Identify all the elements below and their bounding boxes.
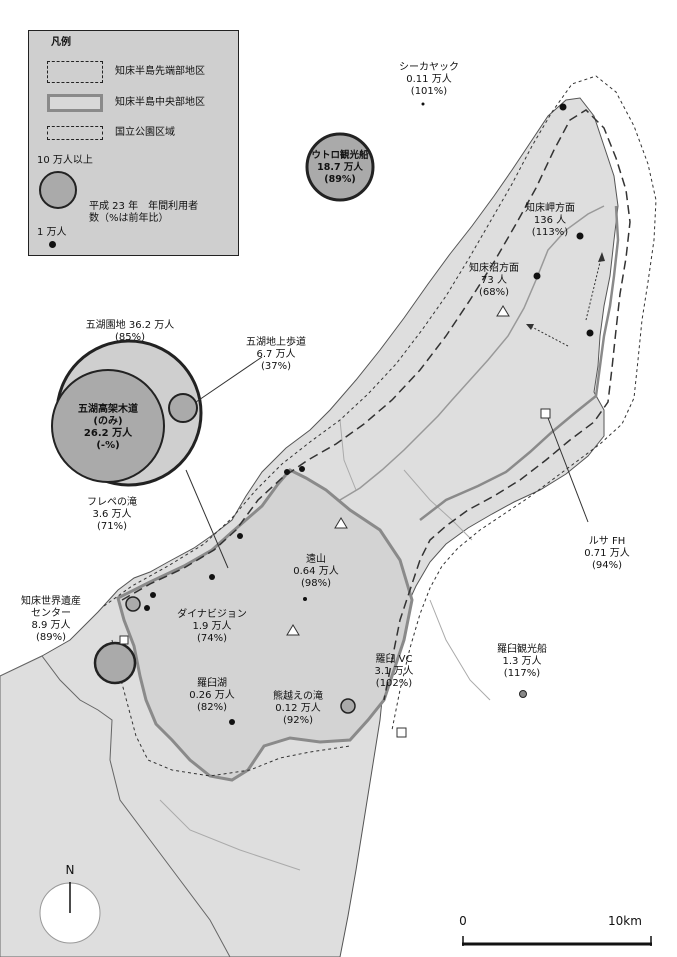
route-arrow-2 [585,257,602,321]
rusa-fh-facility [540,408,551,419]
rausu-boat-bubble [519,690,527,698]
dot-4 [150,592,156,598]
dot-1 [284,469,290,475]
goko-elevated-bubble [51,369,165,483]
scale-end: 10km [608,914,642,928]
label-rusa-fh: ルサ FH 0.71 万人 (94%) [584,536,630,571]
label-shiretoko-point: 知床岬方面 136 人 (113%) [525,203,575,238]
route-arrowhead-1 [526,324,534,330]
ridge-line-2 [403,469,473,541]
legend-bubble-small [49,241,56,248]
label-dynavision: ダイナビジョン 1.9 万人 (74%) [177,609,247,644]
label-utoro-boat: ウトロ観光船 18.7 万人 (89%) [311,150,369,185]
route-arrowhead-2 [598,252,605,262]
coast-dashed-west [111,639,351,777]
peak-1 [496,305,510,317]
route-arrow-1 [529,325,569,347]
label-goko-walkway: 五湖地上歩道 6.7 万人 (37%) [246,337,306,372]
legend-item-central: 知床半島中央部地区 [115,97,205,108]
compass-label: N [65,863,75,877]
legend-size-large: 10 万人以上 [37,155,93,166]
label-goko-park: 五湖園地 36.2 万人 (85%) [85,320,175,343]
dot-onzan [303,597,307,601]
rausu-vc-facility [396,727,407,738]
dot-shiretoko-point [576,232,584,240]
dot-shiretoko-swamp [533,272,541,280]
heritage-center-facility [119,635,129,645]
label-sea-kayak: シーカヤック 0.11 万人 (101%) [399,62,459,97]
label-onzan: 遠山 0.64 万人 (98%) [293,554,339,589]
rusa-fh-leader [547,417,589,523]
scale-start: 0 [459,914,467,928]
dot-3 [237,533,243,539]
dot-2 [299,466,305,472]
peak-3 [286,624,300,636]
dot-east [586,329,594,337]
label-rausu-vc: 羅臼 VC 3.1 万人 (102%) [374,654,414,689]
ridge-line-5 [159,799,301,871]
label-goko-elevated: 五湖高架木道 (のみ) 26.2 万人 (-%) [78,404,138,451]
dot-5 [144,605,150,611]
label-rausu-boat: 羅臼観光船 1.3 万人 (117%) [497,644,547,679]
dot-dynavision [209,574,215,580]
ridge-line-4 [429,599,491,701]
label-kumagoe: 熊越えの滝 0.12 万人 (92%) [273,691,323,726]
dot-rausu-lake [229,719,235,725]
furepe-bubble [125,596,141,612]
heritage-center-bubble [93,641,137,685]
legend-sample-tip [47,61,103,83]
peak-2 [334,517,348,529]
label-furepe: フレペの滝 3.6 万人 (71%) [87,497,137,532]
utoro-boat-bubble [305,132,375,202]
legend-item-park: 国立公園区域 [115,127,175,138]
legend-size-small: 1 万人 [37,227,67,238]
legend-bubble-large [39,171,77,209]
label-shiretoko-swamp: 知床沼方面 73 人 (68%) [469,263,519,298]
goko-leader [185,469,229,569]
label-heritage-center: 知床世界遺産 センター 8.9 万人 (89%) [21,596,81,643]
tip-area-boundary [419,205,620,521]
goko-walkway-bubble [168,393,198,423]
goko-walkway-leader [195,356,263,403]
land-southwest [0,655,231,957]
legend-heading: 凡例 [51,37,71,48]
kumagoe-bubble [340,698,356,714]
legend-sample-park [47,126,103,140]
national-park-dashed [103,75,657,731]
dot-sea-kayak [421,102,425,106]
tip-district-dashed [121,109,631,701]
dot-tip [559,103,567,111]
legend-item-tip: 知床半島先端部地区 [115,66,205,77]
legend: 凡例 知床半島先端部地区 知床半島中央部地区 国立公園区域 10 万人以上 平成… [28,30,239,256]
legend-note: 平成 23 年 年間利用者 数（%は前年比） [89,201,199,224]
legend-sample-central [47,94,103,112]
label-rausu-lake: 羅臼湖 0.26 万人 (82%) [189,678,235,713]
ridge-line-3 [339,419,357,491]
